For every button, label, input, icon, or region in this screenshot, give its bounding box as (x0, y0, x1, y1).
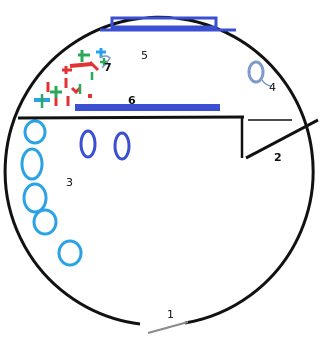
light-blue-oval-5 (57, 239, 83, 267)
light-blue-oval-2 (20, 147, 44, 181)
label-2: 2 (274, 151, 282, 164)
red-blob-c (88, 60, 100, 72)
light-blue-oval-4 (32, 208, 58, 236)
small-sketch-7 (99, 55, 111, 69)
label-1: 1 (167, 308, 174, 321)
label-6: 6 (128, 94, 136, 107)
scribble-figures-group (34, 48, 111, 108)
outer-wall (3, 15, 315, 326)
label-4: 4 (269, 81, 276, 94)
door-leaf-2 (245, 118, 319, 160)
bottom-door-line (147, 321, 189, 334)
blue-oval-right (113, 131, 131, 161)
green-stroke-m1 (50, 86, 62, 98)
blue-bar-6 (75, 104, 220, 111)
light-blue-oval-3 (22, 182, 48, 214)
label-5: 5 (141, 49, 148, 62)
red-blob-b (62, 66, 72, 74)
grey-oval (247, 60, 265, 84)
label-7: 7 (104, 61, 112, 74)
label-3: 3 (66, 176, 73, 189)
grey-squiggle (261, 79, 273, 87)
blue-oval-left (79, 129, 97, 159)
light-blue-oval-1 (23, 119, 47, 145)
red-stroke-m3 (70, 86, 82, 95)
horizontal-divider-wall (17, 115, 245, 120)
top-counter (110, 16, 218, 29)
blue-cross-a (96, 48, 106, 58)
red-blob-a (69, 62, 93, 68)
